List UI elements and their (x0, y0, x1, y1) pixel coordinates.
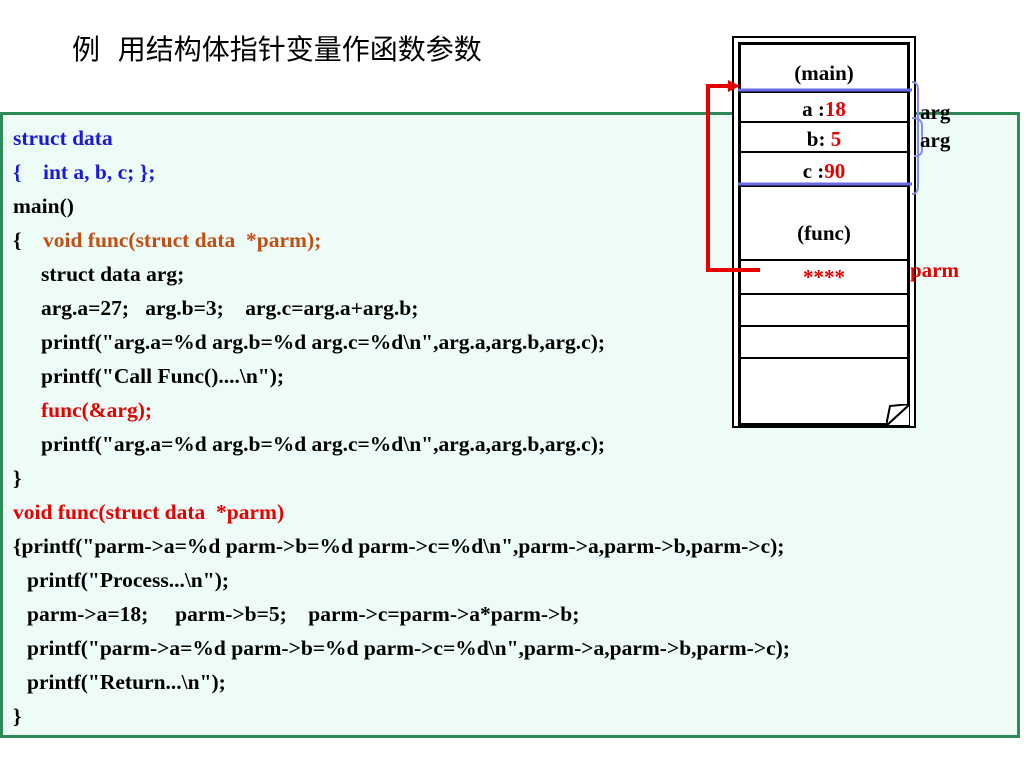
memory-divider (741, 259, 907, 261)
cell-b-label: b: (806, 127, 831, 151)
code-line-func-call: func(&arg); (41, 398, 153, 422)
cell-c-value: 90 (824, 159, 846, 183)
memory-divider (741, 357, 907, 359)
code-line-parm-assign: parm->a=18; parm->b=5; parm->c=parm->a*p… (27, 602, 580, 626)
arg-bracket-inner (911, 117, 923, 157)
memory-diagram: (main) a :18 b: 5 c :90 (func) **** (738, 42, 910, 426)
memory-cell-c: c :90 (741, 157, 907, 185)
code-line-arg-assign: arg.a=27; arg.b=3; arg.c=arg.a+arg.b; (41, 296, 419, 320)
memory-cell-parm: **** (803, 265, 845, 289)
memory-divider (741, 151, 907, 153)
pointer-arrow (706, 84, 760, 272)
memory-cell-b: b: 5 (741, 125, 907, 153)
cell-c-label: c : (802, 159, 825, 183)
page-title: 例 用结构体指针变量作函数参数 (72, 33, 482, 66)
code-line-printf-parm-1: {printf("parm->a=%d parm->b=%d parm->c=%… (13, 534, 785, 558)
code-line-printf-process: printf("Process...\n"); (27, 568, 230, 592)
code-line-printf-arg-1: printf("arg.a=%d arg.b=%d arg.c=%d\n",ar… (41, 330, 606, 354)
memory-divider (741, 121, 907, 123)
memory-divider (741, 185, 907, 187)
cell-b-value: 5 (830, 127, 842, 151)
code-line-struct-members: { int a, b, c; }; (13, 160, 156, 184)
code-line-main: main() (13, 194, 74, 218)
memory-main-label: (main) (794, 61, 854, 85)
memory-divider (741, 91, 907, 93)
pointer-arrow-head (728, 80, 740, 92)
code-line-func-close: } (13, 704, 22, 728)
arg-label: arg (920, 100, 951, 124)
arg-label-echo: arg (920, 128, 951, 152)
code-line-struct-data: struct data (13, 126, 113, 150)
memory-divider (741, 325, 907, 327)
code-line-printf-call: printf("Call Func()....\n"); (41, 364, 285, 388)
code-func-prototype: void func(struct data *parm); (42, 228, 322, 252)
parm-label: parm (910, 258, 959, 282)
cell-a-value: 18 (824, 97, 846, 121)
code-line-printf-parm-2: printf("parm->a=%d parm->b=%d parm->c=%d… (27, 636, 790, 660)
code-line-arg-declaration: struct data arg; (41, 262, 185, 286)
page-fold-corner (886, 404, 910, 426)
code-brace: { (13, 228, 43, 252)
code-line-main-close: } (13, 466, 22, 490)
memory-cell-a: a :18 (741, 95, 907, 123)
code-line-func-definition: void func(struct data *parm) (13, 500, 285, 524)
memory-divider (741, 293, 907, 295)
cell-a-label: a : (802, 97, 825, 121)
code-line-func-declaration: { void func(struct data *parm); (13, 227, 321, 253)
arg-bracket (911, 81, 919, 195)
code-line-printf-arg-2: printf("arg.a=%d arg.b=%d arg.c=%d\n",ar… (41, 432, 606, 456)
code-line-printf-return: printf("Return...\n"); (27, 670, 226, 694)
memory-func-label: (func) (797, 221, 851, 245)
